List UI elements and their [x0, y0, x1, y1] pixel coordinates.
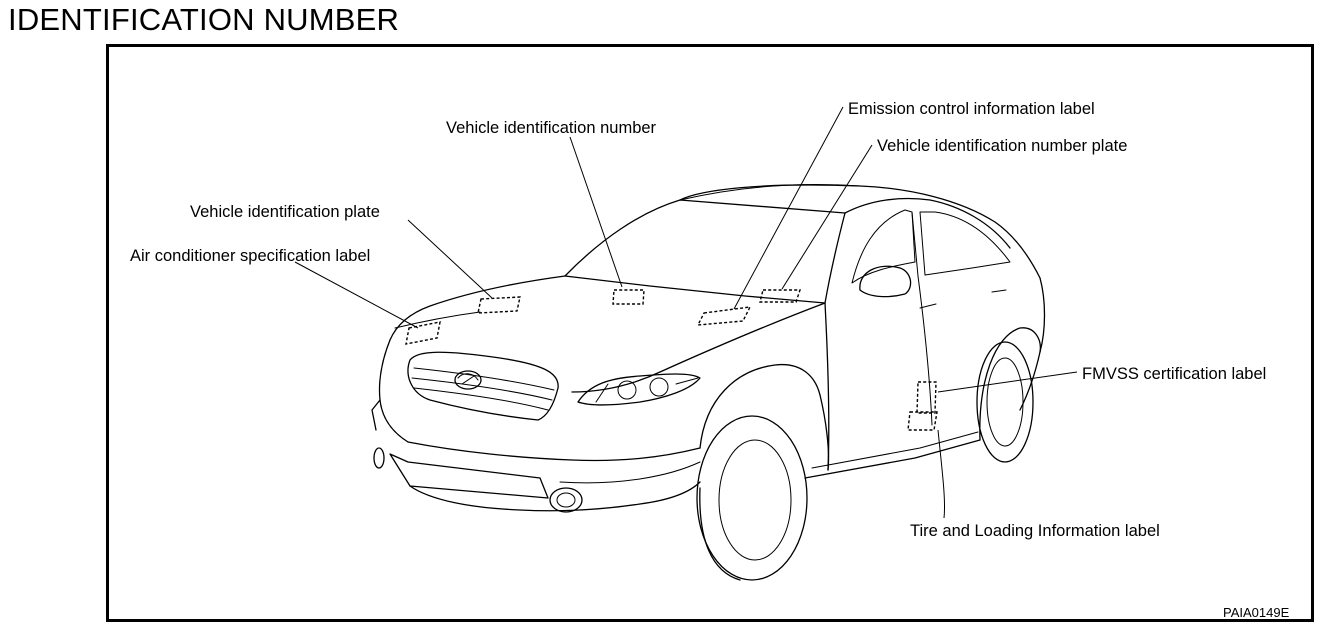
- vin-location: [612, 289, 645, 305]
- callout-vin: Vehicle identification number: [446, 119, 657, 137]
- tire-label-location: [907, 411, 938, 431]
- label-locations: [405, 289, 938, 431]
- callout-fmvss-label: FMVSS certification label: [1082, 365, 1266, 383]
- callout-id-plate: Vehicle identification plate: [190, 203, 380, 221]
- callout-vin-plate: Vehicle identification number plate: [877, 137, 1127, 155]
- diagram-frame: [106, 44, 1314, 622]
- callout-emission-label: Emission control information label: [848, 100, 1095, 118]
- leader-lines: [294, 106, 1078, 519]
- vin-plate-location: [759, 289, 801, 303]
- page-title: IDENTIFICATION NUMBER: [8, 2, 400, 37]
- id-plate-location: [477, 296, 521, 314]
- callout-ac-label: Air conditioner specification label: [130, 247, 370, 265]
- callouts: Vehicle identification number Emission c…: [130, 100, 1290, 620]
- vehicle-illustration: [371, 184, 1046, 581]
- emission-label-location: [696, 306, 752, 326]
- callout-tire-label: Tire and Loading Information label: [910, 522, 1160, 540]
- figure-code: PAIA0149E: [1223, 605, 1290, 620]
- fmvss-label-location: [916, 381, 937, 414]
- ac-label-location: [405, 321, 441, 345]
